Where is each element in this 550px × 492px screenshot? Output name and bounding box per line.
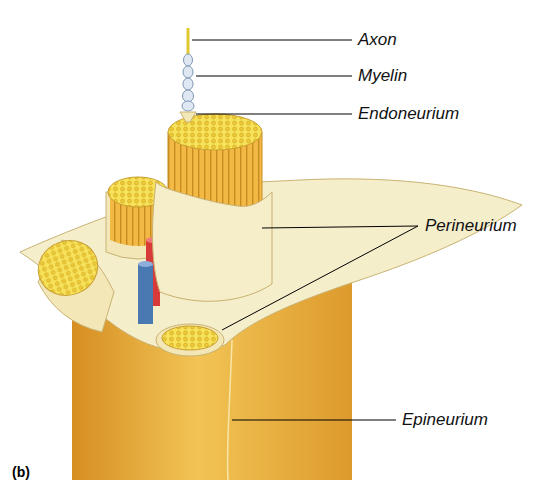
part-label: Endoneurium [358, 104, 459, 124]
endoneurium-tip [180, 112, 196, 122]
epineurium-surface [20, 179, 522, 352]
fascicle-section [168, 114, 262, 150]
myelin-sheath [182, 54, 194, 111]
fascicle-sheath [156, 324, 224, 356]
part-label: Epineurium [402, 410, 488, 430]
trunk-seam [227, 340, 232, 480]
fascicle-section [162, 326, 218, 350]
perineurium-sleeve [153, 182, 272, 301]
part-label: Axon [358, 30, 397, 50]
part-label: Myelin [358, 66, 407, 86]
leader-lines [192, 40, 418, 420]
part-label: Perineurium [425, 216, 517, 236]
figure-letter: (b) [12, 464, 30, 481]
vein-top [138, 261, 153, 267]
vein [138, 264, 153, 324]
fascicle-section [31, 232, 106, 303]
